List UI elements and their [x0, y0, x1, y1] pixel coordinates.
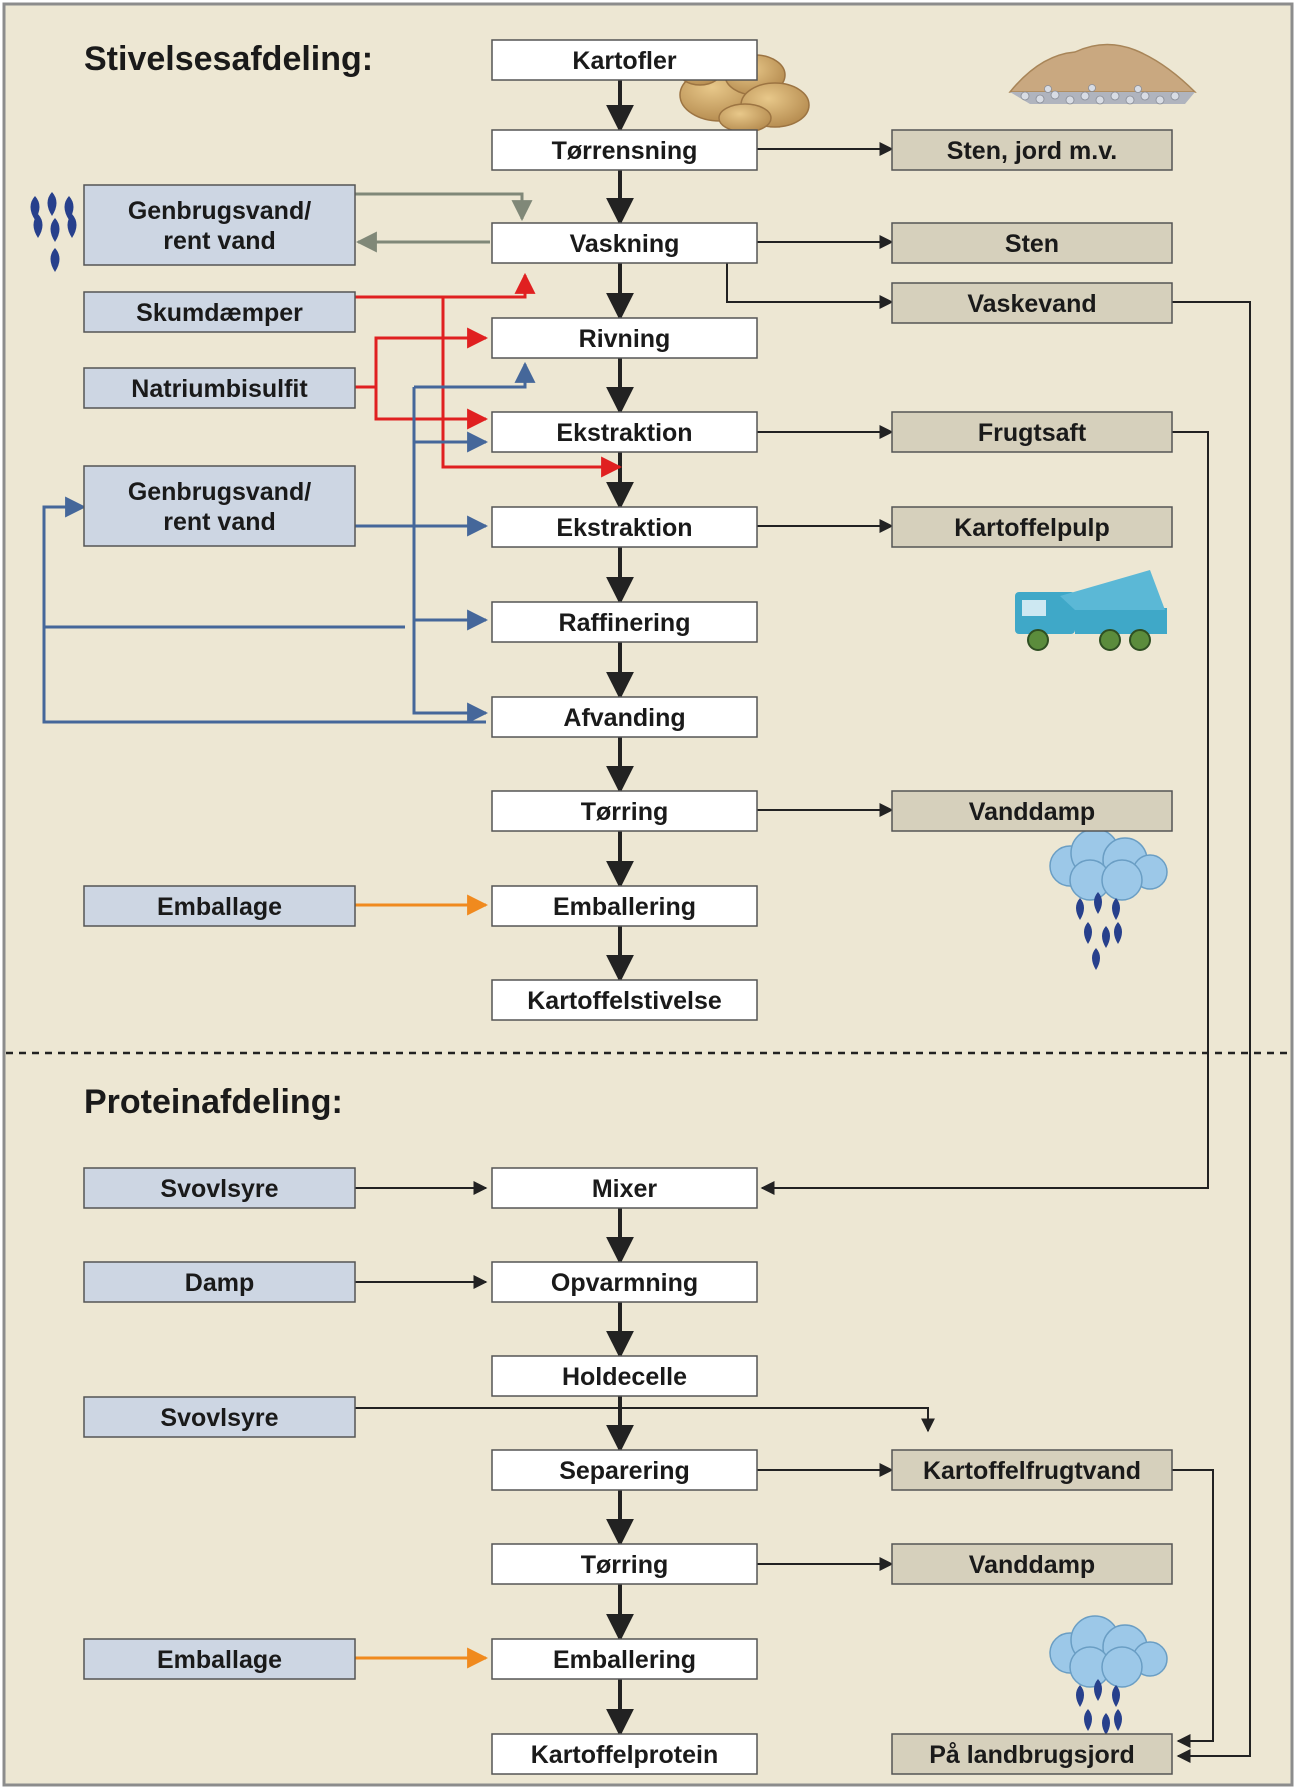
output-box: Vaskevand: [891, 282, 1173, 324]
process-step-label: Vaskning: [570, 230, 680, 258]
output-box: Frugtsaft: [891, 411, 1173, 453]
output-label: Vanddamp: [969, 1551, 1095, 1579]
process-step-box: Separering: [491, 1449, 758, 1491]
process-step-label: Tørring: [581, 798, 669, 826]
process-step-box: Kartoffelstivelse: [491, 979, 758, 1021]
process-step-box: Tørring: [491, 1543, 758, 1585]
rain-cloud-icon: [1049, 828, 1168, 970]
process-step-box: Holdecelle: [491, 1355, 758, 1397]
output-box: Sten, jord m.v.: [891, 129, 1173, 171]
input-box: Svovlsyre: [83, 1167, 356, 1209]
output-box: På landbrugsjord: [891, 1733, 1173, 1775]
process-step-label: Ekstraktion: [556, 419, 692, 447]
output-label: Frugtsaft: [978, 419, 1087, 447]
process-step-label: Kartofler: [572, 47, 676, 75]
process-step-label: Kartoffelprotein: [531, 1741, 719, 1769]
output-label: Kartoffelpulp: [954, 514, 1110, 542]
output-label: På landbrugsjord: [929, 1741, 1135, 1769]
input-label: Natriumbisulfit: [131, 375, 308, 403]
process-step-box: Emballering: [491, 885, 758, 927]
water-drops-icon: [30, 192, 77, 272]
process-step-box: Tørring: [491, 790, 758, 832]
input-box: Genbrugsvand/rent vand: [83, 184, 356, 266]
process-step-label: Emballering: [553, 1646, 696, 1674]
input-label: Genbrugsvand/rent vand: [128, 197, 311, 255]
process-step-box: Kartoffelprotein: [491, 1733, 758, 1775]
process-step-box: Kartofler: [491, 39, 758, 81]
potatoes-icon: [677, 54, 810, 133]
output-label: Vanddamp: [969, 798, 1095, 826]
process-step-label: Kartoffelstivelse: [527, 987, 722, 1015]
process-step-label: Afvanding: [563, 704, 685, 732]
process-water-arrows: [42, 361, 536, 724]
process-step-box: Ekstraktion: [491, 506, 758, 548]
output-label: Kartoffelfrugtvand: [923, 1457, 1141, 1485]
protein-input-arrows: [355, 1181, 935, 1433]
process-step-label: Rivning: [579, 325, 671, 353]
output-box: Kartoffelpulp: [891, 506, 1173, 548]
process-step-label: Holdecelle: [562, 1363, 687, 1391]
process-step-box: Rivning: [491, 317, 758, 359]
output-arrows: [726, 142, 1251, 1763]
output-label: Sten, jord m.v.: [947, 137, 1117, 165]
process-step-label: Opvarmning: [551, 1269, 698, 1297]
process-step-label: Tørring: [581, 1551, 669, 1579]
input-box: Svovlsyre: [83, 1396, 356, 1438]
output-box: Kartoffelfrugtvand: [891, 1449, 1173, 1491]
process-step-box: Ekstraktion: [491, 411, 758, 453]
starch-section-title: Stivelsesafdeling:: [84, 40, 373, 78]
stone-pile-icon: [1008, 43, 1197, 105]
process-step-label: Tørrensning: [552, 137, 698, 165]
output-box: Sten: [891, 222, 1173, 264]
input-box: Skumdæmper: [83, 291, 356, 333]
process-step-box: Mixer: [491, 1167, 758, 1209]
process-step-label: Mixer: [592, 1175, 658, 1203]
output-label: Sten: [1005, 230, 1059, 258]
process-step-box: Opvarmning: [491, 1261, 758, 1303]
input-box: Damp: [83, 1261, 356, 1303]
input-label: Emballage: [157, 893, 282, 921]
process-step-box: Raffinering: [491, 601, 758, 643]
process-step-box: Emballering: [491, 1638, 758, 1680]
process-step-box: Vaskning: [491, 222, 758, 264]
process-step-label: Raffinering: [559, 609, 691, 637]
input-box: Emballage: [83, 885, 356, 927]
process-step-box: Afvanding: [491, 696, 758, 738]
input-box: Natriumbisulfit: [83, 367, 356, 409]
process-step-label: Emballering: [553, 893, 696, 921]
input-label: Emballage: [157, 1646, 282, 1674]
output-label: Vaskevand: [967, 290, 1096, 318]
input-label: Damp: [185, 1269, 254, 1297]
process-step-label: Separering: [559, 1457, 690, 1485]
truck-icon: [1015, 570, 1167, 651]
rain-cloud-icon: [1049, 1615, 1168, 1757]
packaging-arrows: [355, 894, 489, 1669]
input-box: Emballage: [83, 1638, 356, 1680]
input-label: Genbrugsvand/rent vand: [128, 478, 311, 536]
output-box: Vanddamp: [891, 1543, 1173, 1585]
chemical-dosing-arrows: [355, 272, 623, 478]
return-water-arrows: [355, 192, 533, 253]
input-label: Svovlsyre: [160, 1404, 278, 1432]
process-step-label: Ekstraktion: [556, 514, 692, 542]
input-label: Svovlsyre: [160, 1175, 278, 1203]
process-step-box: Tørrensning: [491, 129, 758, 171]
output-box: Vanddamp: [891, 790, 1173, 832]
input-label: Skumdæmper: [136, 299, 303, 327]
input-box: Genbrugsvand/rent vand: [83, 465, 356, 547]
protein-section-title: Proteinafdeling:: [84, 1083, 343, 1121]
